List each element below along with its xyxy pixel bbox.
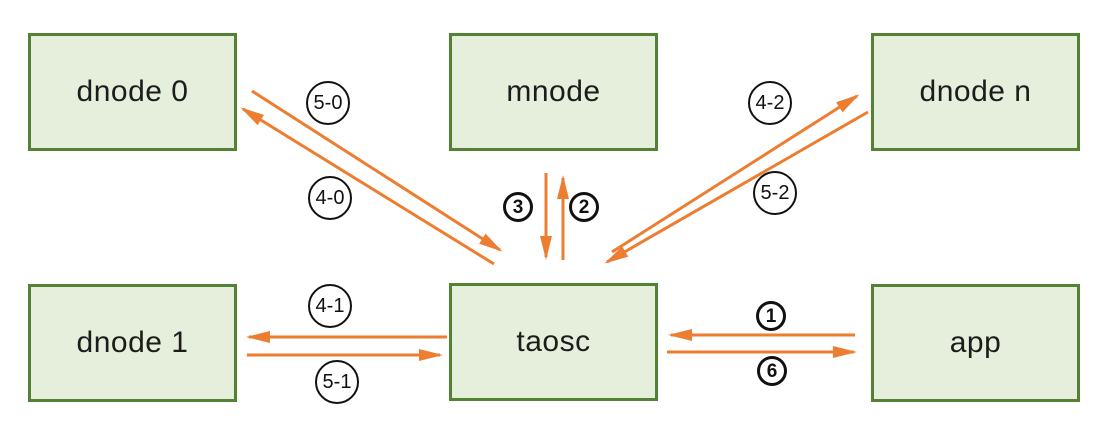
edge-label-5-0: 5-0	[306, 81, 350, 125]
arrow-dnode0-to-taosc	[251, 89, 503, 252]
node-app-label: app	[949, 326, 1002, 359]
edge-label-1: 1	[756, 301, 786, 331]
node-dnode-0: dnode 0	[28, 33, 237, 151]
node-app: app	[871, 284, 1080, 402]
edge-label-4-1: 4-1	[308, 284, 352, 328]
node-taosc: taosc	[449, 283, 658, 401]
node-dnode-1-label: dnode 1	[76, 326, 189, 359]
node-dnode-n: dnode n	[871, 33, 1080, 151]
edge-label-5-1: 5-1	[315, 360, 359, 404]
arrow-dnoden-to-taosc	[604, 110, 869, 264]
node-dnode-1: dnode 1	[28, 284, 237, 402]
arrow-taosc-to-dnode0	[240, 107, 495, 266]
node-taosc-label: taosc	[516, 325, 591, 358]
arrow-taosc-to-dnoden	[611, 94, 860, 254]
edge-label-2: 2	[569, 192, 599, 222]
edge-label-3: 3	[503, 192, 533, 222]
edge-label-4-0: 4-0	[308, 176, 352, 220]
node-mnode: mnode	[449, 33, 658, 151]
edge-label-6: 6	[757, 356, 787, 386]
edge-label-5-2: 5-2	[753, 171, 797, 215]
node-dnode-0-label: dnode 0	[76, 75, 189, 108]
node-mnode-label: mnode	[506, 75, 601, 108]
edge-label-4-2: 4-2	[748, 81, 792, 125]
node-dnode-n-label: dnode n	[919, 75, 1032, 108]
